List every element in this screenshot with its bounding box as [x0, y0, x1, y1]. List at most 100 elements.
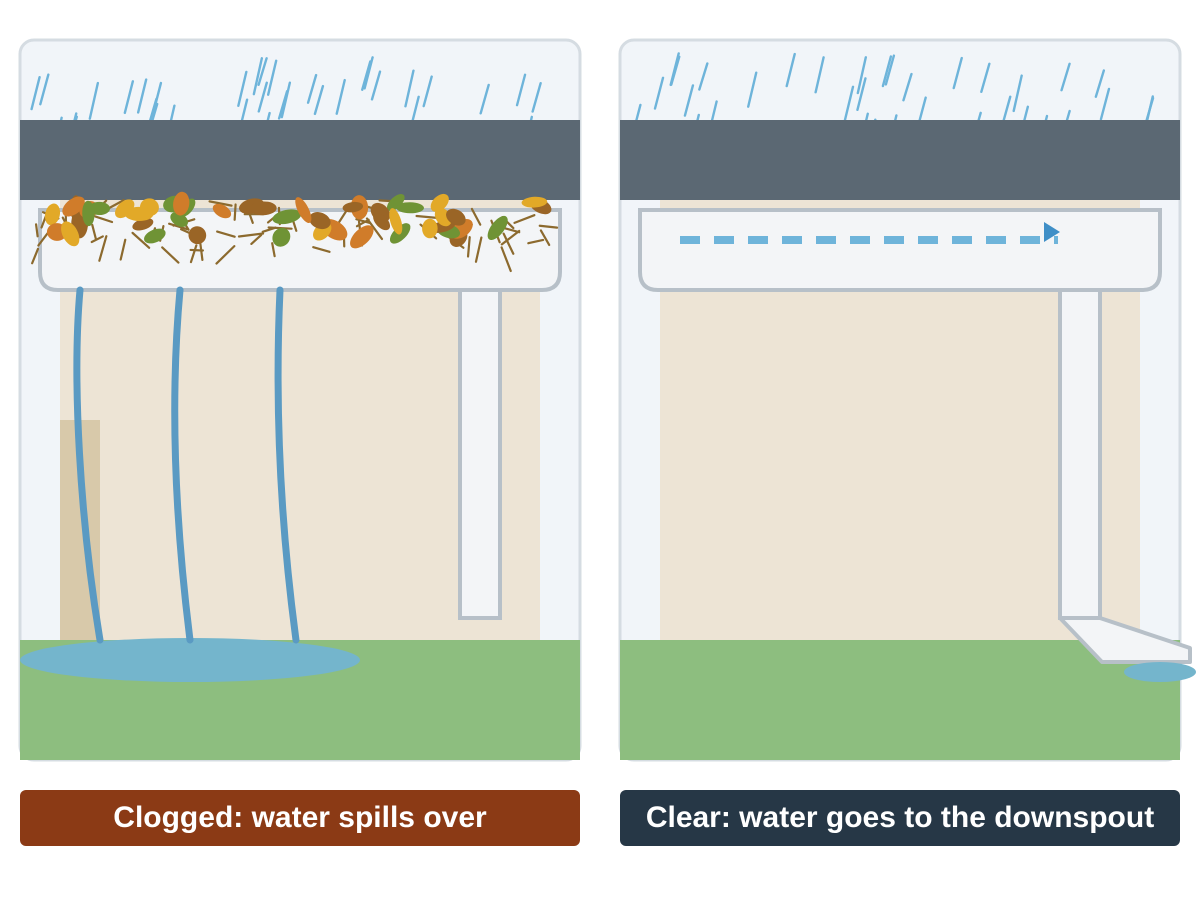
leaf [430, 193, 449, 212]
raindrop [856, 56, 868, 95]
clear-caption: Clear: water goes to the downspout [620, 790, 1180, 846]
twig [474, 236, 483, 263]
leaf [62, 196, 85, 217]
downspout-left [458, 286, 502, 620]
leaf [61, 221, 80, 247]
leaf [212, 203, 232, 219]
twig [538, 224, 559, 229]
twig [90, 235, 104, 244]
twig [189, 244, 198, 264]
twig [466, 236, 471, 258]
twig [34, 223, 39, 238]
twig [500, 229, 521, 246]
twig [119, 238, 127, 261]
twig [355, 218, 371, 225]
clogged-caption: Clogged: water spills over [20, 790, 580, 846]
raindrop [856, 77, 867, 112]
twig [539, 229, 551, 247]
raindrop [902, 72, 913, 102]
twig [250, 233, 263, 245]
raindrop [653, 76, 665, 110]
gutter-right [638, 208, 1162, 292]
leaf [487, 215, 508, 241]
twig [233, 203, 237, 221]
raindrop [884, 54, 896, 86]
leaves-in-gutter [31, 191, 559, 273]
twig [98, 235, 108, 262]
twig [94, 215, 114, 224]
raindrop [136, 78, 148, 114]
leaf [396, 202, 424, 214]
leaf [249, 201, 277, 216]
leaf [350, 225, 374, 249]
raindrop [123, 80, 135, 115]
raindrop [1094, 69, 1106, 98]
leaf [173, 191, 190, 216]
leaf [44, 203, 61, 226]
leaf [295, 197, 312, 223]
twig [365, 217, 384, 241]
raindrop [306, 73, 318, 104]
raindrop [881, 55, 893, 88]
leaf [272, 227, 291, 247]
twig [91, 223, 98, 241]
raindrop [479, 83, 490, 115]
twig [312, 246, 331, 253]
leaf [389, 208, 403, 235]
leaf [422, 218, 438, 239]
raindrop [952, 56, 963, 90]
raindrop [785, 52, 796, 88]
overflow-water-streams [73, 286, 300, 644]
downspout-right [1058, 286, 1102, 620]
twig [215, 245, 236, 265]
raindrop [980, 62, 991, 94]
twig [31, 247, 40, 265]
twig [355, 218, 370, 228]
overflow-stream-3 [274, 286, 300, 644]
raindrop [531, 81, 542, 113]
leaf [309, 212, 331, 230]
flow-arrow-head [1044, 222, 1060, 242]
roof-right [620, 120, 1180, 200]
twig [415, 214, 437, 219]
twig [500, 246, 512, 273]
raindrop [698, 62, 709, 91]
twig [168, 222, 189, 231]
raindrop [237, 70, 248, 107]
leaf [272, 209, 302, 225]
raindrop [404, 69, 415, 108]
twig [131, 231, 151, 249]
raindrop [363, 56, 374, 90]
roof-left [20, 120, 580, 200]
overflow-stream-2 [171, 286, 194, 644]
raindrop [313, 84, 325, 116]
raindrop [30, 75, 41, 111]
twig [161, 246, 180, 264]
raindrop [361, 60, 372, 91]
leaf [124, 206, 154, 221]
leaf [132, 218, 154, 231]
twig [502, 232, 515, 255]
leaf [188, 226, 207, 245]
raindrop [422, 75, 433, 108]
raindrop [39, 73, 50, 106]
leaf [446, 208, 466, 226]
twig [513, 214, 536, 224]
ground-right [620, 640, 1180, 760]
clogged-panel [18, 38, 582, 762]
twig [527, 238, 545, 245]
raindrop [814, 56, 825, 94]
downspout-outflow [1124, 662, 1196, 682]
downspout-elbow-right [1058, 616, 1192, 664]
leaf [342, 201, 364, 213]
raindrop [1099, 87, 1111, 121]
raindrop [252, 57, 264, 96]
raindrop [683, 84, 695, 117]
leaf [82, 200, 95, 227]
clear-panel [618, 38, 1196, 762]
raindrop [515, 73, 527, 107]
raindrop [88, 81, 100, 120]
raindrop [266, 59, 278, 96]
raindrop [670, 55, 681, 86]
